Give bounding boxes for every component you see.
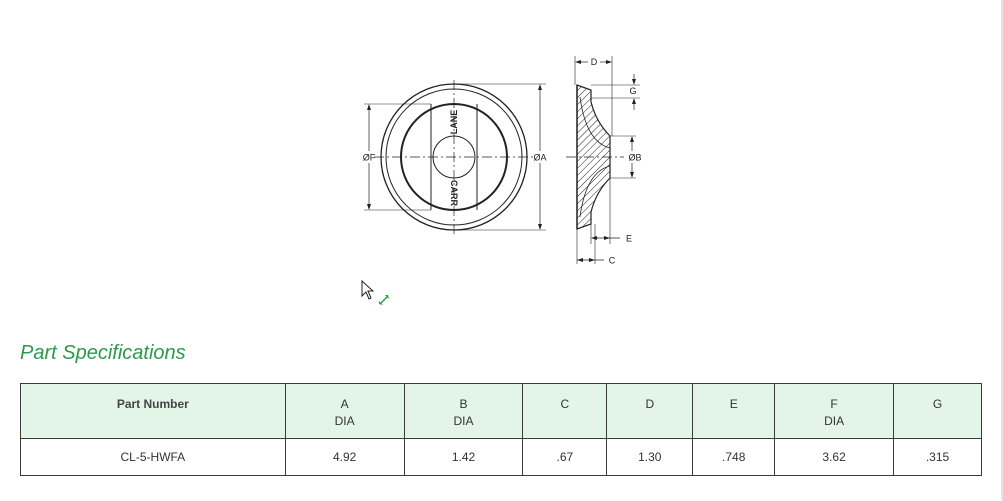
header-g: G <box>893 383 982 439</box>
header-sublabel: DIA <box>453 414 474 428</box>
dim-g-label: G <box>629 86 636 96</box>
cell-c: .67 <box>522 438 608 476</box>
header-part-number: Part Number <box>20 383 286 439</box>
cell-a: 4.92 <box>284 438 405 476</box>
cell-part-number: CL-5-HWFA <box>20 438 286 476</box>
brand-bottom-label: CARR <box>449 180 459 206</box>
section-title: Part Specifications <box>20 342 186 364</box>
cell-g: .315 <box>893 438 982 476</box>
header-a: A DIA <box>284 383 405 439</box>
front-view: LANE CARR ØF ØA <box>363 80 547 234</box>
header-b: B DIA <box>403 383 524 439</box>
header-f: F DIA <box>774 383 895 439</box>
cell-e: .748 <box>692 438 776 476</box>
table-row: CL-5-HWFA 4.92 1.42 .67 1.30 .748 3.62 .… <box>20 438 982 476</box>
header-label: A <box>340 397 349 411</box>
header-label: D <box>645 397 655 411</box>
specifications-table: Part Number A DIA B DIA <box>20 383 982 476</box>
dim-c-label: C <box>609 256 616 266</box>
header-e: E <box>692 383 776 439</box>
header-sublabel: DIA <box>334 414 355 428</box>
header-label: Part Number <box>116 397 189 411</box>
header-label: E <box>729 397 738 411</box>
drawing-svg: LANE CARR ØF ØA <box>363 56 642 266</box>
technical-drawing: LANE CARR ØF ØA <box>354 52 644 274</box>
dim-a-label: ØA <box>533 153 546 163</box>
dim-d-label: D <box>591 57 598 67</box>
header-label: C <box>560 397 570 411</box>
header-label: F <box>830 397 838 411</box>
brand-top-label: LANE <box>449 110 459 135</box>
cursor-and-expand <box>360 279 392 308</box>
dim-f-label: ØF <box>363 153 376 163</box>
mouse-cursor-icon <box>361 279 375 300</box>
expand-icon[interactable] <box>377 293 391 307</box>
header-d: D <box>606 383 694 439</box>
cell-d: 1.30 <box>606 438 694 476</box>
table-header-row: Part Number A DIA B DIA <box>20 383 982 439</box>
scrollbar-edge[interactable] <box>1001 0 1003 501</box>
cell-f: 3.62 <box>774 438 895 476</box>
cell-b: 1.42 <box>403 438 524 476</box>
header-label: G <box>932 397 943 411</box>
dim-e-label: E <box>626 234 632 244</box>
header-sublabel: DIA <box>824 414 845 428</box>
side-view: D G ØB <box>566 56 642 266</box>
header-label: B <box>459 397 468 411</box>
header-c: C <box>522 383 608 439</box>
dim-b-label: ØB <box>628 153 641 163</box>
